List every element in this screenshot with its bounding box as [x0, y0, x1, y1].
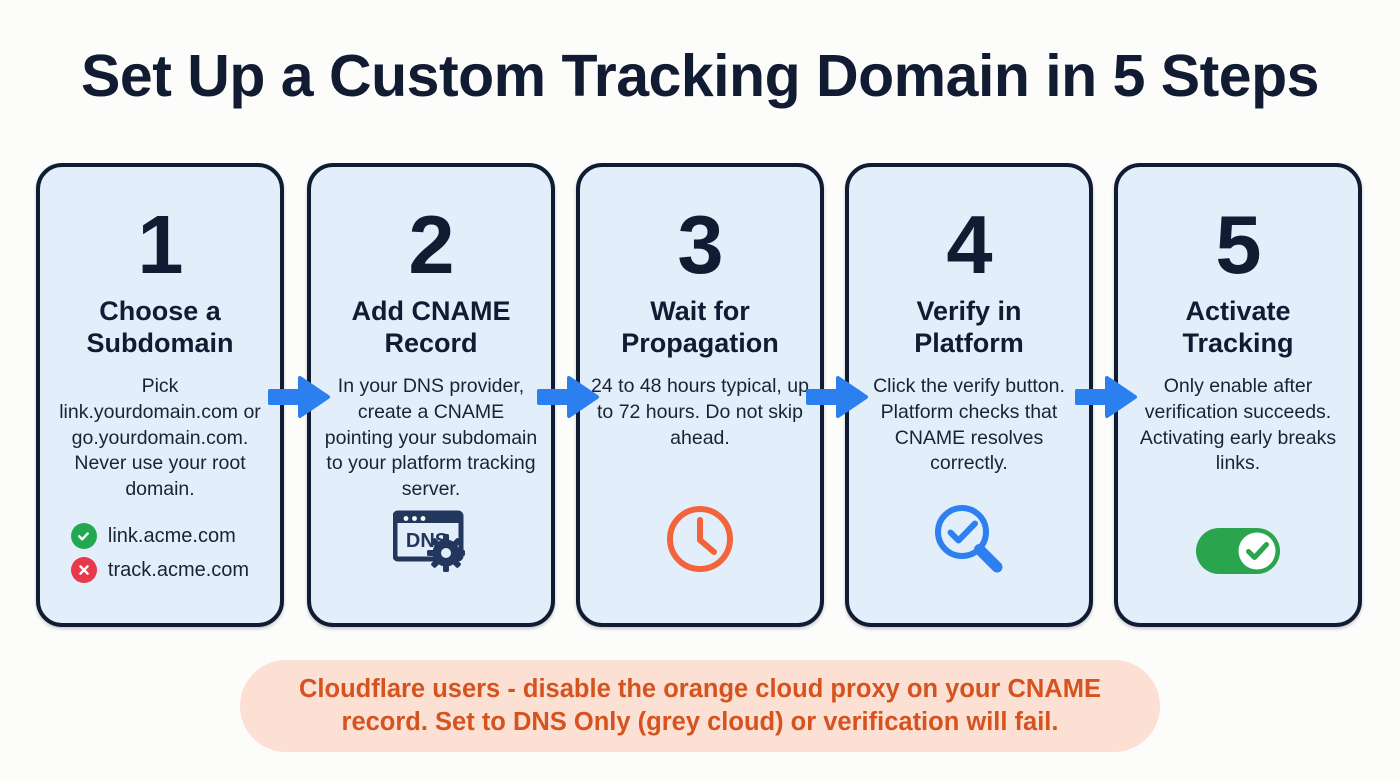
step-body-1: Pick link.yourdomain.com or go.yourdomai… — [59, 374, 261, 501]
example-row-bad: track.acme.com — [70, 557, 250, 584]
toggle-on-check-icon — [1196, 528, 1280, 574]
step-heading-4: Verify in Platform — [914, 296, 1024, 358]
icon-slot-5 — [1194, 513, 1282, 589]
icon-slot-3 — [664, 501, 736, 577]
cloudflare-warning-text: Cloudflare users - disable the orange cl… — [299, 674, 1101, 736]
icon-slot-4 — [931, 501, 1007, 577]
example-text-good: link.acme.com — [107, 524, 236, 547]
step-body-5: Only enable after verification succeeds.… — [1139, 374, 1337, 475]
step-body-3: 24 to 48 hours typical, up to 72 hours. … — [591, 374, 809, 449]
example-row-good: link.acme.com — [70, 523, 249, 550]
dns-window-gear-icon: DNS — [393, 510, 465, 573]
step-heading-2: Add CNAME Record — [351, 296, 511, 358]
example-text-bad: track.acme.com — [107, 558, 250, 581]
step-card-3: 3 Wait for Propagation 24 to 48 hours ty… — [576, 163, 824, 627]
step-number-2: 2 — [408, 198, 454, 291]
step-heading-5: Activate Tracking — [1182, 296, 1294, 358]
cloudflare-warning-banner: Cloudflare users - disable the orange cl… — [240, 660, 1160, 752]
clock-icon — [667, 506, 733, 572]
step-number-1: 1 — [137, 198, 183, 291]
step-card-5: 5 Activate Tracking Only enable after ve… — [1114, 163, 1362, 627]
step-body-2: In your DNS provider, create a CNAME poi… — [324, 374, 538, 501]
check-circle-icon — [70, 523, 97, 550]
step-card-4: 4 Verify in Platform Click the verify bu… — [845, 163, 1093, 627]
steps-row: 1 Choose a Subdomain Pick link.yourdomai… — [36, 163, 1364, 629]
magnifier-check-icon — [935, 505, 1003, 573]
arrow-step-1-to-2 — [268, 375, 330, 419]
step-number-4: 4 — [946, 198, 992, 291]
step-body-4: Click the verify button. Platform checks… — [873, 374, 1065, 475]
step-heading-1: Choose a Subdomain — [86, 296, 234, 358]
icon-slot-2: DNS — [393, 503, 469, 577]
arrow-step-3-to-4 — [806, 375, 868, 419]
step-number-5: 5 — [1215, 198, 1261, 291]
step-card-1: 1 Choose a Subdomain Pick link.yourdomai… — [36, 163, 284, 627]
step-heading-3: Wait for Propagation — [621, 296, 779, 358]
page-title: Set Up a Custom Tracking Domain in 5 Ste… — [81, 43, 1319, 109]
example-list-1: link.acme.com track.acme.com — [70, 523, 250, 584]
arrow-step-2-to-3 — [537, 375, 599, 419]
arrow-step-4-to-5 — [1075, 375, 1137, 419]
step-number-3: 3 — [677, 198, 723, 291]
step-card-2: 2 Add CNAME Record In your DNS provider,… — [307, 163, 555, 627]
x-circle-icon — [70, 557, 97, 584]
